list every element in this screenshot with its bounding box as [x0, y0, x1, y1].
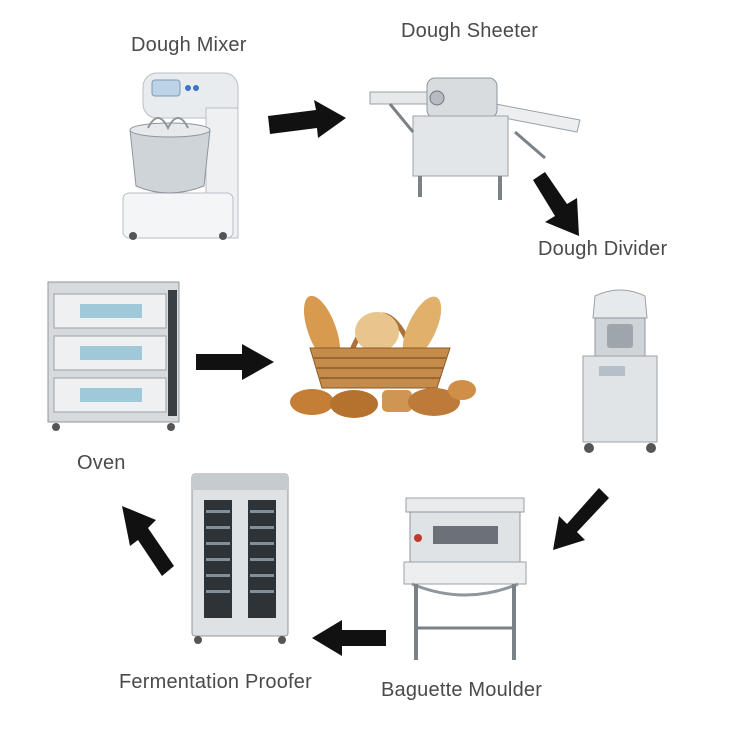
label-dough-sheeter: Dough Sheeter: [401, 20, 539, 42]
baguette-moulder-icon: [398, 488, 533, 668]
dough-mixer-icon: [118, 68, 248, 243]
arrow-sheeter-to-divider: [533, 170, 585, 236]
fermentation-proofer-icon: [190, 470, 290, 645]
label-baguette-moulder: Baguette Moulder: [381, 679, 543, 701]
arrow-moulder-to-proofer: [312, 618, 386, 658]
arrow-mixer-to-sheeter: [268, 100, 348, 140]
arrow-oven-to-bread: [196, 342, 274, 382]
arrow-divider-to-moulder: [553, 488, 609, 552]
label-oven: Oven: [77, 452, 126, 474]
dough-sheeter-icon: [365, 72, 585, 204]
label-dough-mixer: Dough Mixer: [131, 34, 247, 56]
label-fermentation-proofer: Fermentation Proofer: [119, 671, 312, 693]
oven-icon: [46, 280, 181, 432]
label-dough-divider: Dough Divider: [538, 238, 668, 260]
dough-divider-icon: [577, 288, 663, 456]
bread-basket-icon: [282, 290, 477, 420]
arrow-proofer-to-oven: [122, 506, 174, 576]
